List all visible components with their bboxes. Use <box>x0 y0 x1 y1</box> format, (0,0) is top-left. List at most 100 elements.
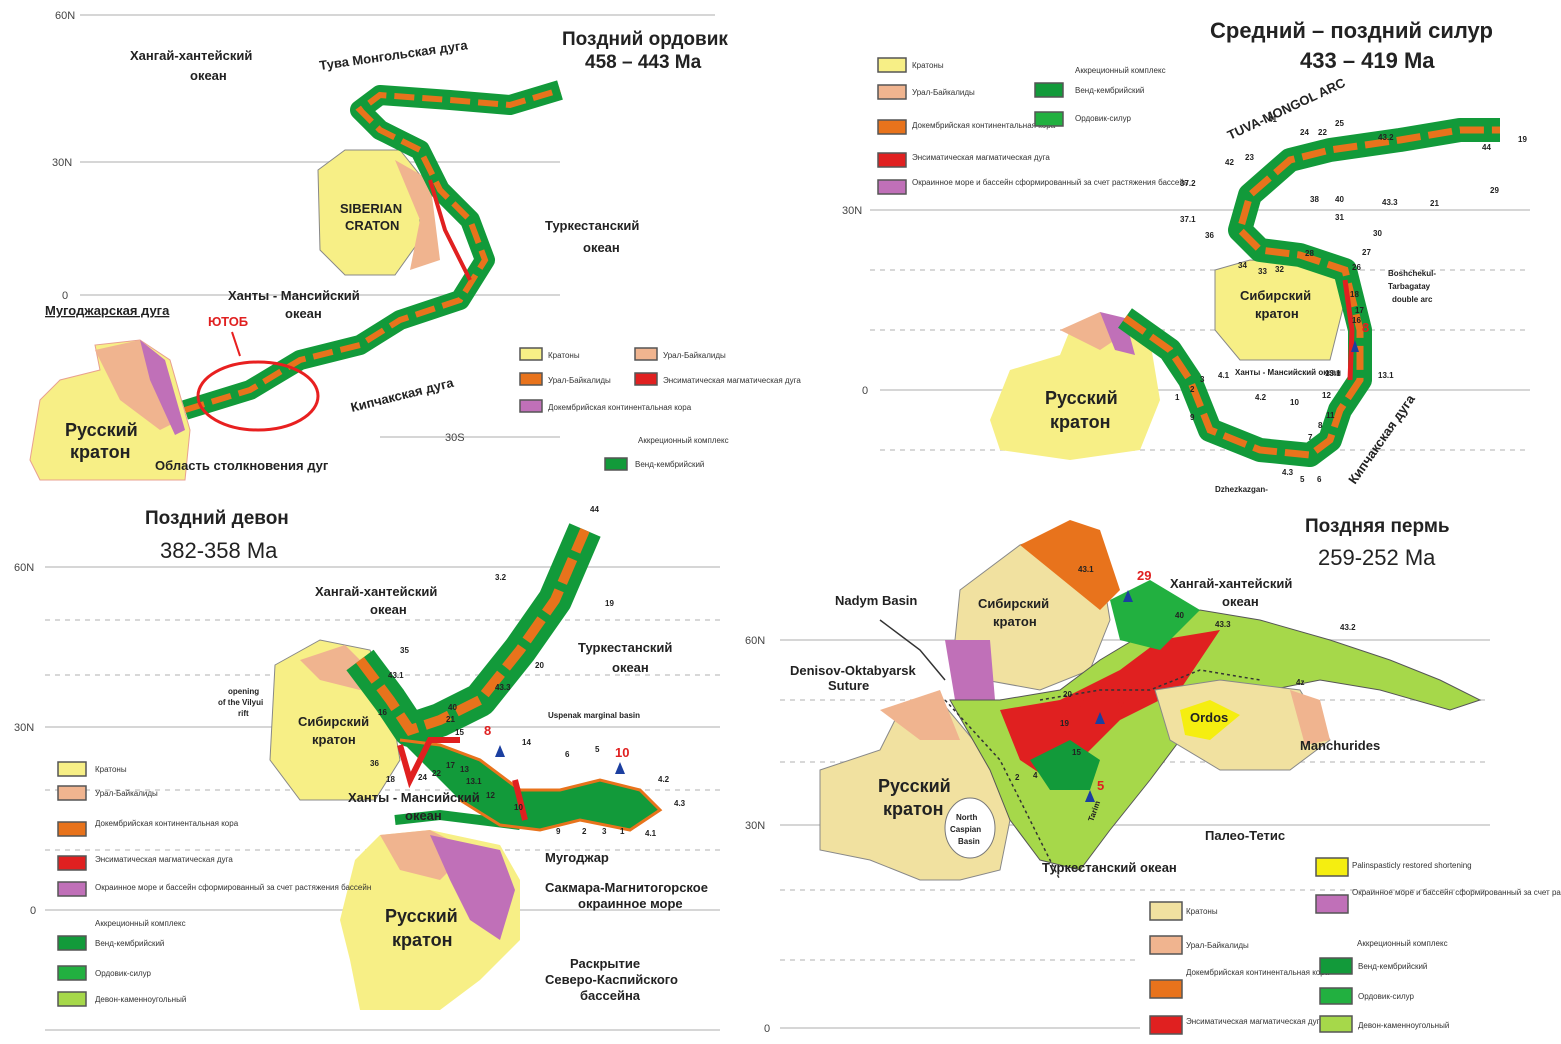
legend-label: Урал-Байкалиды <box>912 88 975 97</box>
rift-label: opening <box>228 687 259 696</box>
precambrian-crust-area <box>1020 520 1120 610</box>
terrane-number: 9 <box>556 827 561 836</box>
terrane-number: 36 <box>370 759 379 768</box>
craton-label: кратон <box>312 732 356 747</box>
lat-label: 0 <box>764 1023 770 1035</box>
terrane-number: 43.3 <box>1215 620 1231 629</box>
terrane-number: 13.1 <box>1378 371 1394 380</box>
ocean-label: океан <box>583 240 620 255</box>
marginal-sea-area <box>945 640 995 700</box>
legend-label: Окраинное море и бассейн сформированный … <box>1352 888 1561 897</box>
legend-label: Венд-кембрийский <box>1358 962 1427 971</box>
legend-heading: Аккреционный комплекс <box>1075 66 1166 75</box>
legend-label: Урал-Байкалиды <box>95 789 158 798</box>
north-caspian-basin <box>944 797 996 859</box>
legend-label: Palinspasticly restored shortening <box>1352 861 1472 870</box>
arc-label: Tarbagatay <box>1388 282 1431 291</box>
legend-swatch <box>634 347 658 361</box>
terrane-number: 12 <box>486 791 495 800</box>
ocean-label: океан <box>405 808 442 823</box>
ocean-label: Хангай-хантейский <box>1170 576 1292 591</box>
ocean-label: Хангай-хантейский <box>130 48 252 63</box>
ural-baikalides-area <box>880 690 960 740</box>
suture-label: Suture <box>828 678 869 693</box>
craton-label: SIBERIAN <box>340 201 402 216</box>
collision-label: Область столкновения дуг <box>155 458 329 473</box>
terrane-number: 19 <box>1060 719 1069 728</box>
legend-swatch <box>1315 857 1349 877</box>
terrane-number: 40 <box>1175 611 1184 620</box>
terrane-number: 2 <box>1190 385 1195 394</box>
ocean-label: Ханты - Мансийский океан <box>1235 368 1341 377</box>
craton-label: Русский <box>1045 388 1118 408</box>
site-marker-icon <box>1095 712 1105 724</box>
arc-label: Мугоджарская дуга <box>45 303 170 318</box>
terrane-numbers: 43.1 40 43.3 43.2 4z 20 19 15 2 4 <box>1015 565 1356 782</box>
craton-label: кратон <box>392 930 452 950</box>
lat-label: 60N <box>745 635 765 647</box>
legend-panel-2: Кратоны Урал-Байкалиды Докембрийская кон… <box>877 57 1188 195</box>
legend-label: Докембрийская континентальная кора <box>95 819 239 828</box>
legend-swatch <box>1149 935 1183 955</box>
basin-opening-label: Раскрытие <box>570 956 640 971</box>
terrane-number: 4.2 <box>658 775 670 784</box>
lat-label: 0 <box>862 385 868 397</box>
legend-swatch <box>519 399 543 413</box>
terrane-number: 2 <box>582 827 587 836</box>
terrane-number: 11 <box>1326 411 1335 420</box>
terrane-number: 43.3 <box>1382 198 1398 207</box>
manchurides-area <box>1290 690 1330 745</box>
terrane-number: 30 <box>1373 229 1382 238</box>
terrane-number: 16 <box>1352 316 1361 325</box>
terrane-number: 44 <box>590 505 599 514</box>
suture-label: Denisov-Oktabyarsk <box>790 663 916 678</box>
terrane-number: 10 <box>514 803 523 812</box>
legend-label: Энсиматическая магматическая дуга <box>912 153 1050 162</box>
terrane-number: 17 <box>1355 306 1364 315</box>
panel-late-ordovician: 60N 30N 0 30S Поздний ордовик 458 – 443 … <box>29 10 801 481</box>
legend-swatch <box>1319 957 1353 975</box>
legend-swatch <box>1034 111 1064 127</box>
basin-label: Uspenak marginal basin <box>548 711 640 720</box>
panel-title: Поздний девон <box>145 508 289 529</box>
lat-label: 30N <box>842 205 862 217</box>
site-marker-icon <box>495 745 505 757</box>
terrane-number: 5 <box>595 745 600 754</box>
site-marker-icon <box>1085 790 1095 802</box>
marginal-sea-area <box>430 835 515 940</box>
legend-swatch <box>877 179 907 195</box>
legend-swatch <box>57 761 87 777</box>
terrane-number: 43.1 <box>388 671 404 680</box>
legend-swatch <box>1149 1015 1183 1035</box>
legend-label: Урал-Байкалиды <box>663 351 726 360</box>
legend-heading: Аккреционный комплекс <box>1357 939 1448 948</box>
lat-label: 30N <box>52 157 72 169</box>
terrane-number: 20 <box>535 661 544 670</box>
marginal-sea-area <box>140 340 185 435</box>
legend-swatch <box>57 855 87 871</box>
ocean-label: Палео-Тетис <box>1205 828 1285 843</box>
ordos-craton <box>1154 679 1331 771</box>
legend-label: Энсиматическая магматическая дуга <box>663 376 801 385</box>
terrane-number: 29 <box>1490 186 1499 195</box>
terrane-number: 19 <box>605 599 614 608</box>
legend-swatch <box>1319 1015 1353 1033</box>
legend-label: Кратоны <box>912 61 944 70</box>
terrane-number: 42 <box>1225 158 1234 167</box>
terrane-number: 35 <box>400 646 409 655</box>
terrane-number: 16 <box>378 708 387 717</box>
craton-label: Сибирский <box>298 714 369 729</box>
terrane-number: 5 <box>1300 475 1305 484</box>
ensimatic-arc-strip <box>1342 279 1355 381</box>
legend-swatch <box>1149 901 1183 921</box>
basin-label: Caspian <box>950 825 981 834</box>
palinspastic-area <box>1180 700 1240 740</box>
legend-swatch <box>1034 82 1064 98</box>
panel-late-permian: 60N 30N 0 Поздняя пермь 259-252 Ma Nadym… <box>745 516 1561 1035</box>
terrane-number: 4.1 <box>645 829 657 838</box>
terrane-number: 44 <box>1482 143 1491 152</box>
terrane-number: 27 <box>1362 248 1371 257</box>
basin-label: North <box>956 813 977 822</box>
legend-swatch <box>519 347 543 361</box>
terrane-number: 8 <box>1318 421 1323 430</box>
